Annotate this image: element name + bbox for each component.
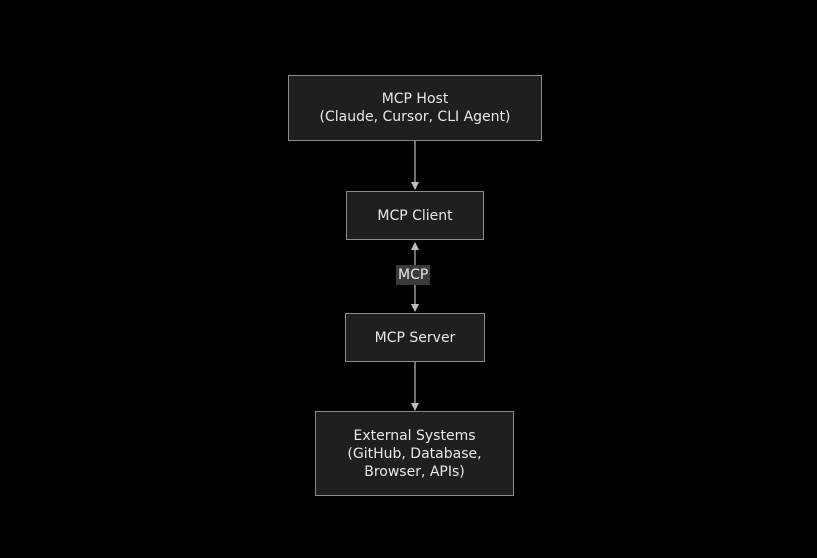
node-external-systems-detail-2: Browser, APIs) [364,463,465,480]
node-mcp-host: MCP Host (Claude, Cursor, CLI Agent) [288,75,542,141]
node-external-systems-detail-1: (GitHub, Database, [347,445,482,462]
node-mcp-client: MCP Client [346,191,484,240]
node-mcp-server: MCP Server [345,313,485,362]
edge-label-mcp: MCP [396,265,431,285]
node-mcp-host-title: MCP Host [381,91,449,107]
node-mcp-server-title: MCP Server [374,329,456,346]
node-external-systems: External Systems (GitHub, Database, Brow… [315,411,514,496]
node-mcp-client-title: MCP Client [377,207,453,224]
node-external-systems-title: External Systems [353,427,476,444]
node-mcp-host-subtitle: (Claude, Cursor, CLI Agent) [319,109,511,125]
